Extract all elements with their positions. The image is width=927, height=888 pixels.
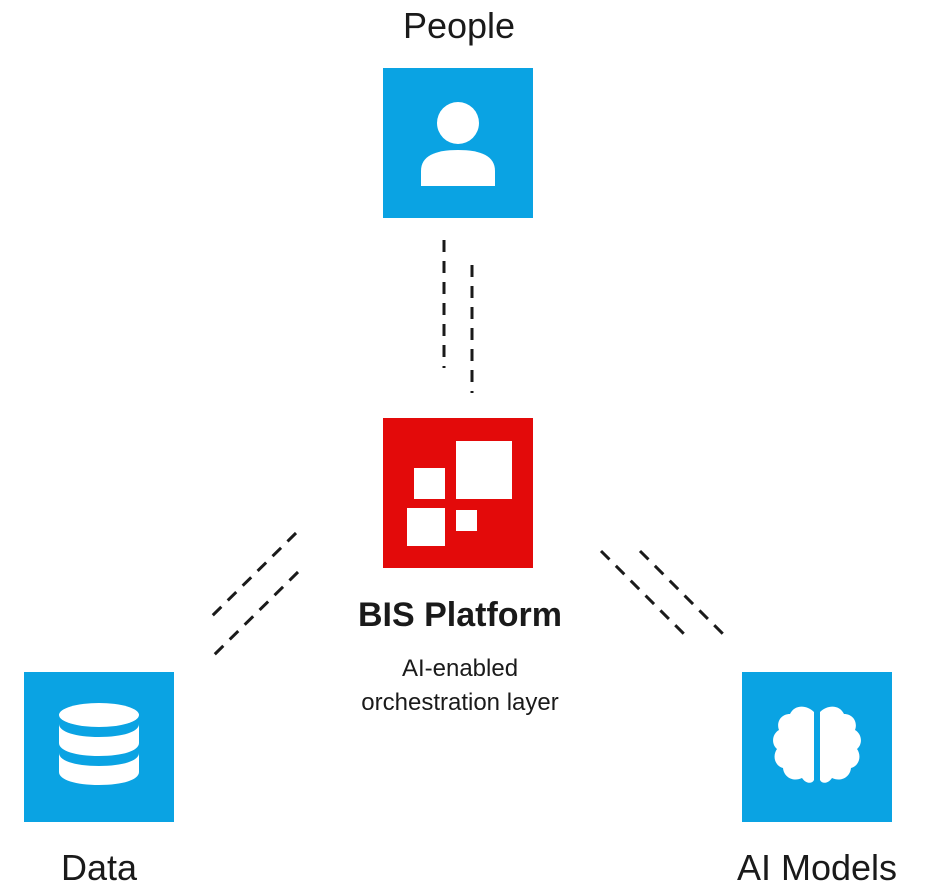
database-icon [59, 703, 139, 785]
connector-people-platform [442, 240, 474, 393]
data-node[interactable] [24, 672, 174, 822]
platform-subtitle-line2: orchestration layer [361, 689, 559, 716]
connector-data-platform [208, 531, 300, 659]
platform-title: BIS Platform [357, 596, 563, 634]
user-icon [421, 102, 495, 186]
brain-icon [773, 706, 861, 783]
people-label: People [402, 5, 516, 46]
ai-models-label: AI Models [736, 847, 898, 888]
platform-subtitle-line1: AI-enabled [401, 655, 519, 682]
platform-node[interactable] [383, 418, 533, 568]
bis-logo-icon [407, 441, 512, 546]
people-node[interactable] [383, 68, 533, 218]
ai-models-node[interactable] [742, 672, 892, 822]
data-label: Data [60, 847, 138, 888]
